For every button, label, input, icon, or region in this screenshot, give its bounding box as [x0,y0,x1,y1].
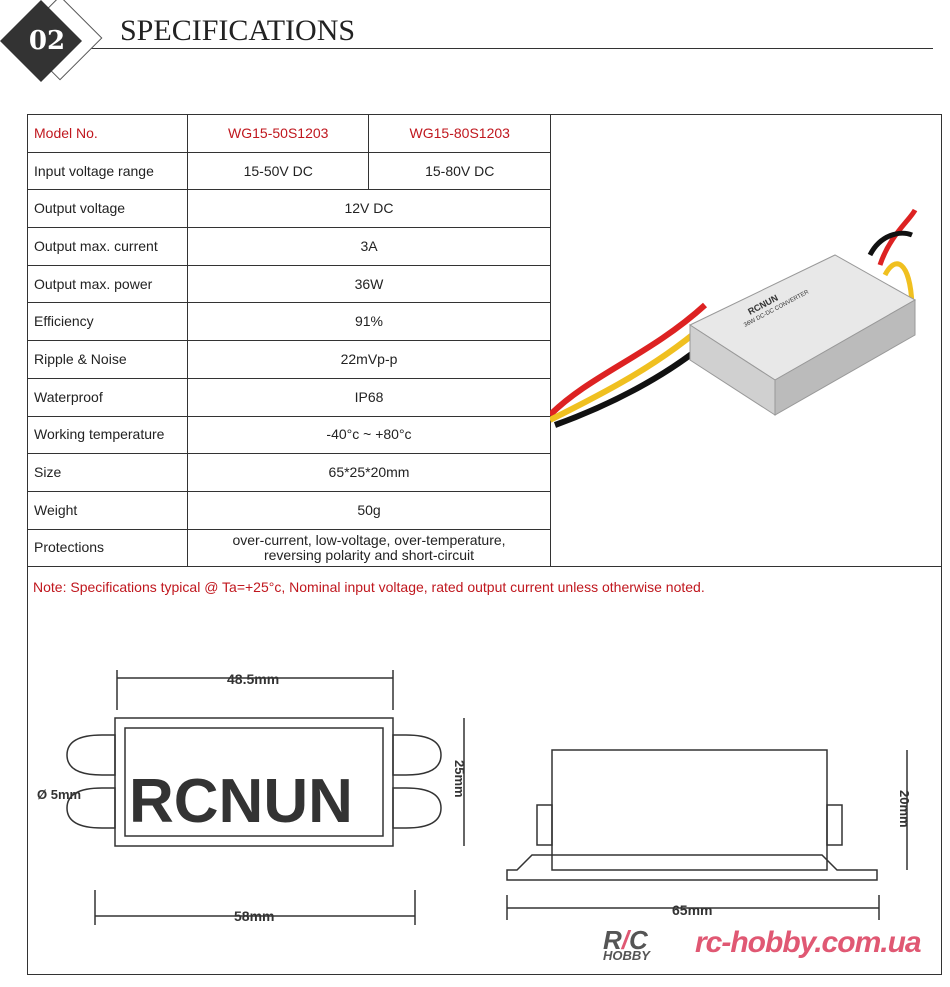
row-value: 50g [187,490,551,530]
dim-height: 25mm [452,760,467,798]
dim-side-height: 20mm [897,790,912,828]
product-photo: RCNUN 36W DC-DC CONVERTER [547,114,942,567]
protections-line-1: over-current, low-voltage, over-temperat… [232,531,506,548]
row-value: IP68 [187,377,551,417]
row-value: over-current, low-voltage, over-temperat… [187,528,551,568]
table-row: Working temperature-40°c ~ +80°c [27,415,551,455]
dimension-drawing-area [27,567,942,975]
section-number: 02 [28,26,66,56]
drawing-brand: RCNUN [129,767,353,836]
row-value: 3A [187,227,551,266]
row-label: Protections [27,528,188,568]
row-value: 91% [187,302,551,342]
row-label: Output max. current [27,227,188,266]
row-value: 22mVp-p [187,340,551,379]
row-value: 15-50V DC [186,151,370,191]
model-1: WG15-50S1203 [186,114,370,153]
dim-top-width: 48.5mm [227,671,279,687]
page-title: SPECIFICATIONS [120,14,356,47]
dim-side-width: 65mm [672,902,712,918]
row-label: Output max. power [27,264,188,304]
model-2: WG15-80S1203 [368,114,551,153]
watermark-site: rc-hobby.com.ua [695,926,922,959]
dim-bottom-width: 58mm [234,908,274,924]
row-value: -40°c ~ +80°c [187,415,551,455]
row-value: 12V DC [187,189,551,229]
row-value: 65*25*20mm [187,453,551,492]
row-value: 36W [187,264,551,304]
spec-note: Note: Specifications typical @ Ta=+25°c,… [33,579,705,595]
model-label: Model No. [27,114,188,153]
row-label: Ripple & Noise [27,340,188,379]
row-label: Input voltage range [27,151,188,191]
protections-line-2: reversing polarity and short-circuit [263,546,475,563]
dimension-drawing: 48.5mm Ø 5mm RCNUN 25mm 58mm 20mm 65mm [37,670,912,925]
row-label: Output voltage [27,189,188,229]
row-label: Weight [27,490,188,530]
header-rule [60,48,933,49]
row-label: Waterproof [27,377,188,417]
row-label: Size [27,453,188,492]
row-label: Working temperature [27,415,188,455]
dim-diameter: Ø 5mm [37,787,81,802]
table-row: Protections over-current, low-voltage, ov… [27,528,551,568]
row-value: 15-80V DC [368,151,551,191]
row-label: Efficiency [27,302,188,342]
